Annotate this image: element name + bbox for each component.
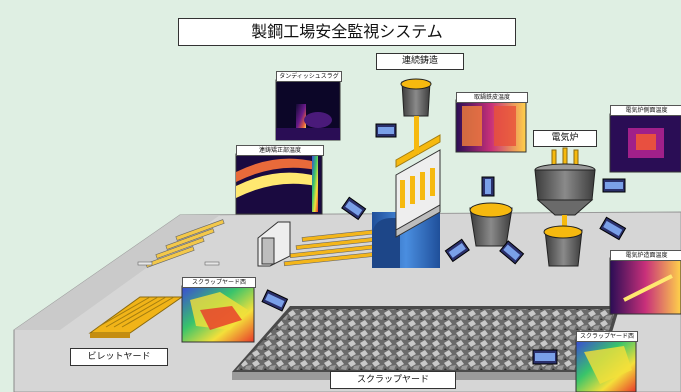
camera-icon[interactable] (599, 216, 627, 241)
camera-icon[interactable] (481, 176, 495, 197)
caption-tundish-slag: タンディッシュスラグ (276, 71, 342, 82)
label-electric-furnace: 電気炉 (533, 130, 597, 147)
camera-icon[interactable] (499, 240, 525, 265)
caption-caster-straightening-temp: 連鋳矯正部温度 (236, 145, 324, 156)
label-billet-yard: ビレットヤード (70, 348, 168, 366)
camera-icon[interactable] (261, 289, 289, 312)
thermal-image-caster-straightening[interactable] (235, 153, 323, 215)
camera-icon[interactable] (375, 123, 397, 138)
thermal-image-furnace-surface[interactable] (609, 257, 681, 315)
caption-furnace-side-temp: 電気炉側面温度 (610, 105, 681, 116)
caster-ladle (400, 78, 432, 154)
thermal-image-scrap-west[interactable] (181, 285, 255, 343)
caption-furnace-surface-temp: 電気炉造面温度 (610, 250, 681, 261)
cutting-machine (257, 221, 291, 267)
billet-stack (88, 296, 184, 338)
scrap-pile (232, 306, 620, 380)
camera-icon[interactable] (602, 178, 626, 193)
transfer-ladle (469, 202, 513, 247)
thermal-image-furnace-side[interactable] (609, 113, 681, 173)
page-title: 製鋼工場安全監視システム (178, 18, 516, 46)
thermal-image-scrap-east[interactable] (575, 339, 637, 392)
caption-ladle-shell-temp: 取鍋鉄皮温度 (456, 92, 528, 103)
thermal-image-tundish-slag[interactable] (275, 79, 341, 141)
furnace-ladle (543, 225, 583, 267)
roller-table-left (137, 219, 225, 268)
continuous-caster (372, 134, 441, 268)
caption-scrap-yard-east: スクラップヤード西 (576, 331, 638, 342)
camera-icon[interactable] (444, 238, 470, 263)
caption-scrap-yard-west: スクラップヤード西 (182, 277, 256, 288)
label-scrap-yard: スクラップヤード (330, 371, 456, 389)
camera-icon[interactable] (532, 349, 558, 365)
roller-table-right (283, 227, 393, 267)
label-continuous-casting: 連続鋳造 (376, 53, 464, 70)
electric-furnace (534, 147, 596, 227)
thermal-image-ladle-shell[interactable] (455, 99, 527, 153)
camera-icon[interactable] (341, 196, 367, 221)
